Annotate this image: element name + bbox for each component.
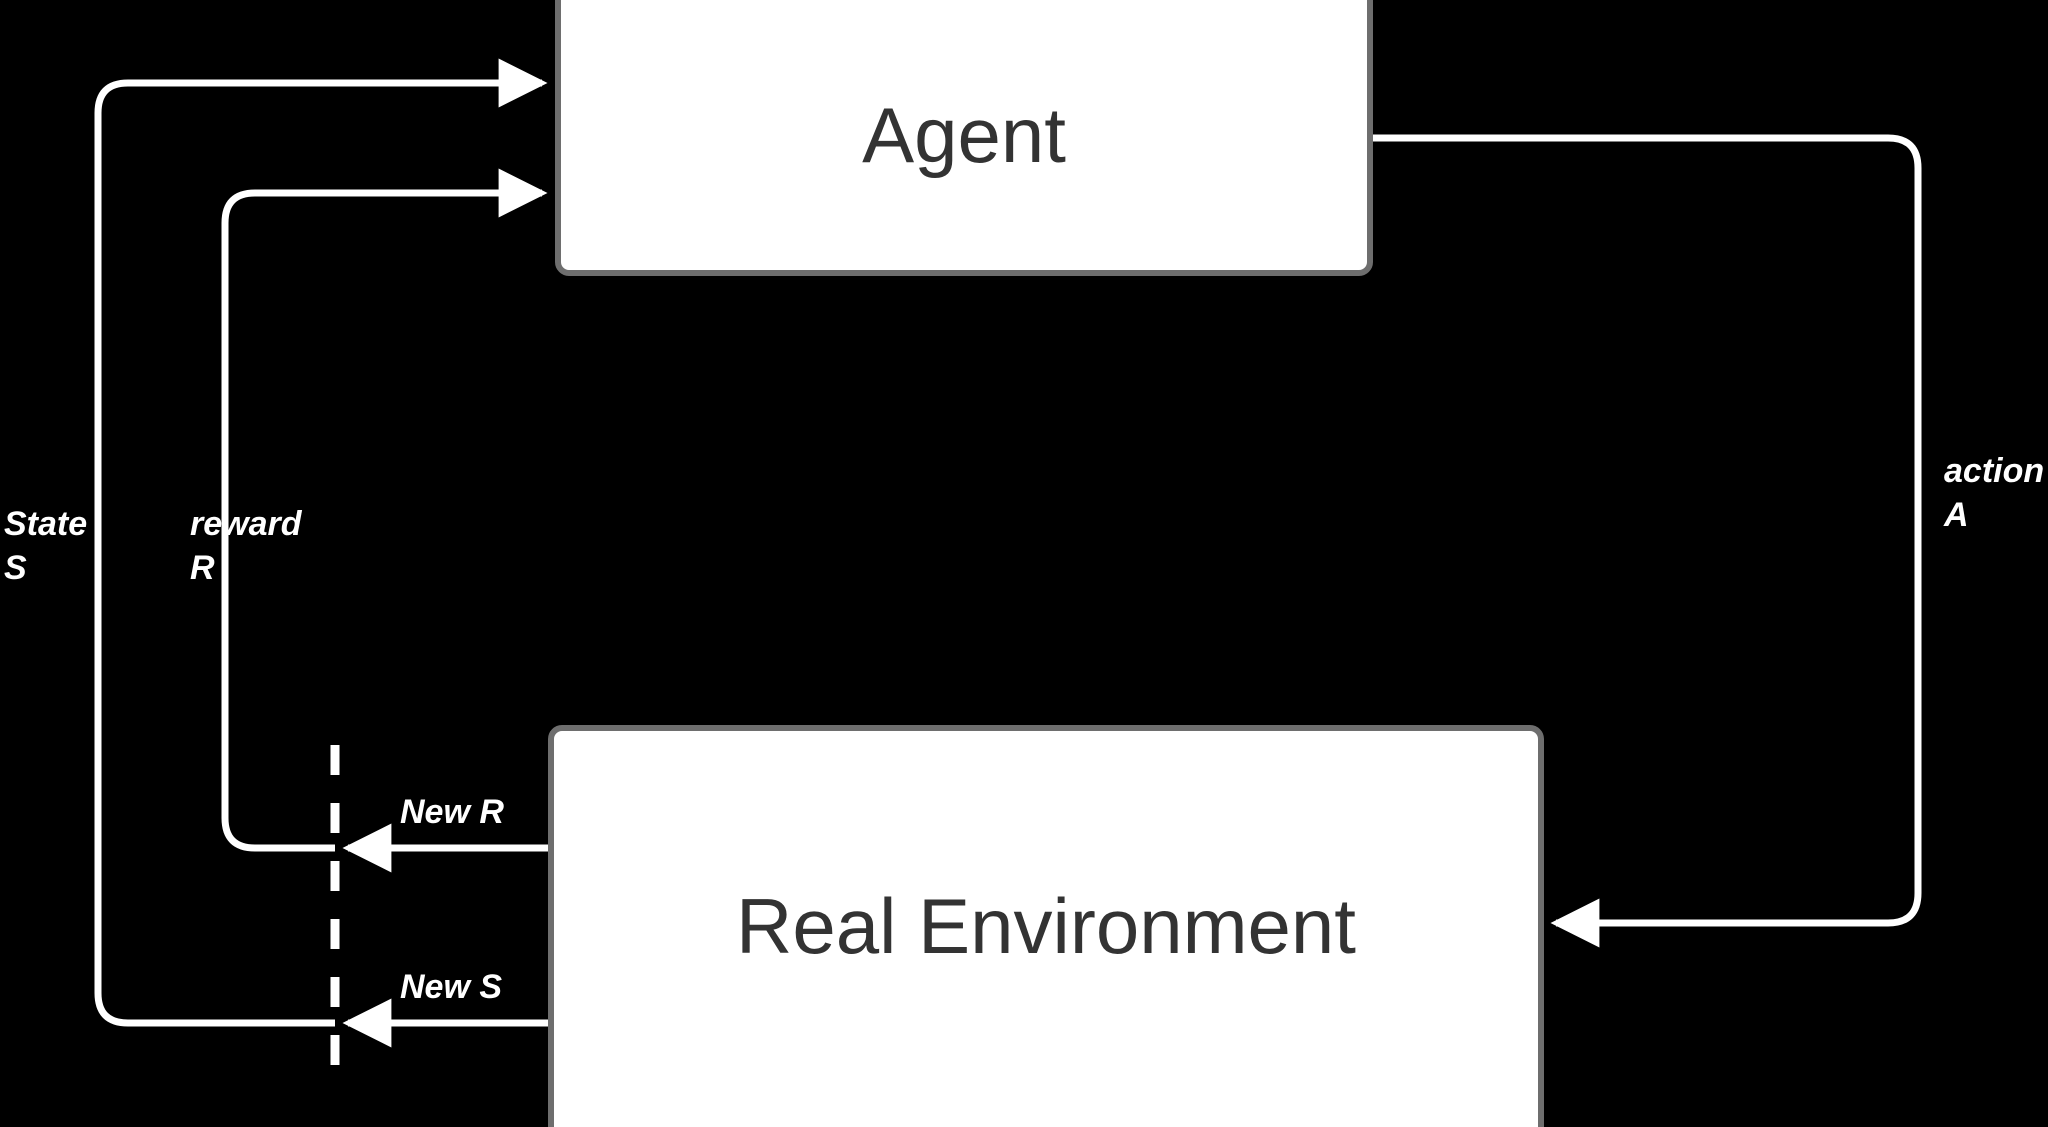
edge-label-new-r: New R bbox=[400, 793, 504, 831]
node-agent[interactable]: Agent bbox=[555, 0, 1373, 276]
edge-label-new-s: New S bbox=[400, 968, 503, 1006]
node-real-environment[interactable]: Real Environment bbox=[548, 725, 1544, 1127]
edge-label-action: action A bbox=[1944, 452, 2045, 534]
edge-action-path bbox=[1373, 134, 1922, 948]
edge-label-state: State S bbox=[4, 505, 88, 587]
node-real-environment-label: Real Environment bbox=[736, 881, 1356, 970]
node-agent-label: Agent bbox=[862, 90, 1066, 179]
edge-label-reward: reward R bbox=[190, 505, 302, 587]
edge-state-path bbox=[94, 58, 548, 1027]
edge-reward-path bbox=[221, 168, 548, 852]
